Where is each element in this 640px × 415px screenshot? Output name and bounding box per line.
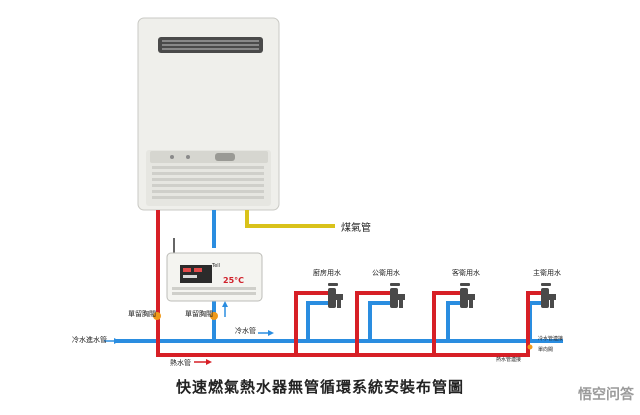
controller-temperature: 25°C <box>223 276 245 285</box>
guest-bath-water-label: 客衛用水 <box>452 269 480 277</box>
public-bath-water-label: 公衛用水 <box>372 269 400 277</box>
gas-pipe <box>245 210 335 228</box>
check-valve-right-icon <box>210 312 218 320</box>
check-valve-right-label: 單留胸閥 <box>185 310 213 318</box>
flow-arrows <box>104 301 274 365</box>
inlet-pipe-label: 冷水進水管 <box>72 336 107 344</box>
hot-pipe-label: 熱水管 <box>170 359 191 367</box>
kitchen-water-label: 廚房用水 <box>313 269 341 277</box>
diagram-title: 快速燃氣熱水器無管循環系統安裝布管圖 <box>175 378 464 396</box>
check-valve-left-icon <box>153 312 161 320</box>
master-bath-water-label: 主衛用水 <box>533 269 561 277</box>
controller-brand: Tell <box>212 263 221 269</box>
faucet-master-bath-icon <box>541 283 556 308</box>
cold-pipe-label: 冷水管 <box>235 327 256 335</box>
return-valve-icon <box>527 344 533 350</box>
watermark: 悟空问答 <box>578 387 634 403</box>
cold-return-label: 冷水管連接 <box>538 336 564 342</box>
faucet-kitchen-icon <box>328 283 343 308</box>
hot-return-label: 熱水管連接 <box>496 357 522 363</box>
gas-pipe-label: 煤氣管 <box>341 223 371 234</box>
water-heater <box>137 17 280 211</box>
faucet-public-bath-icon <box>390 283 405 308</box>
heater-bottom-louvers <box>152 166 264 199</box>
heater-control-panel <box>150 151 268 163</box>
heater-top-vent <box>158 37 263 53</box>
faucet-guest-bath-icon <box>460 283 475 308</box>
controller-box <box>166 238 263 302</box>
valve-small-label: 單向閥 <box>538 347 554 353</box>
check-valve-left-label: 單留胸閥 <box>128 310 156 318</box>
hot-pipes <box>156 210 543 357</box>
